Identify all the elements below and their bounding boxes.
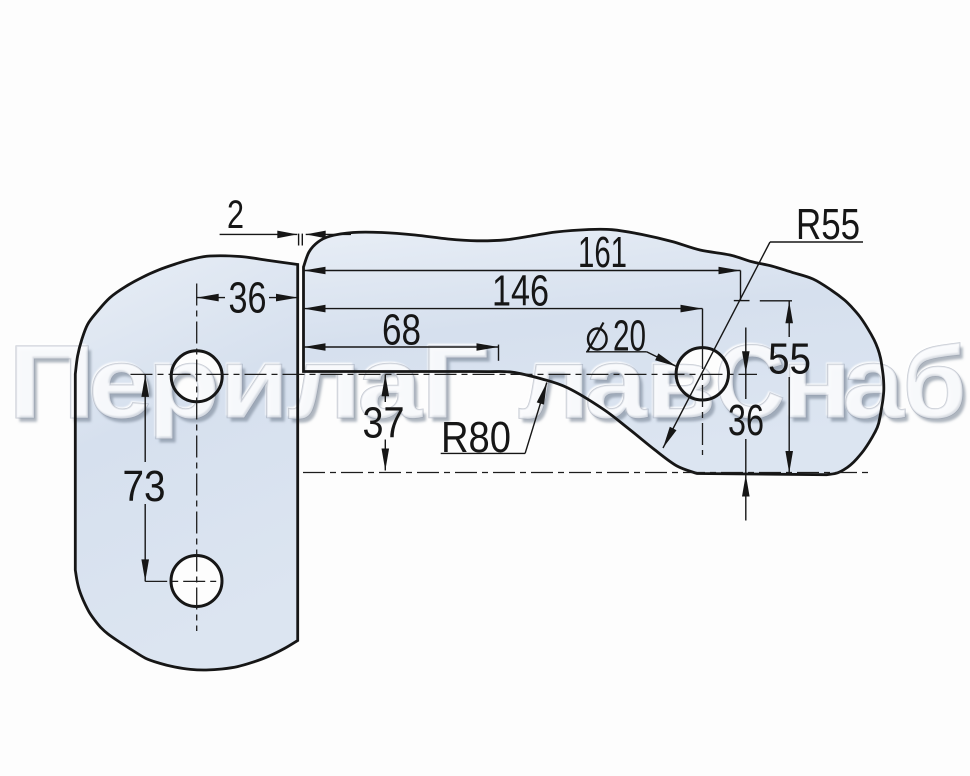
svg-text:20: 20	[613, 312, 646, 361]
svg-text:а: а	[361, 332, 427, 444]
svg-text:55: 55	[768, 335, 811, 384]
svg-text:и: и	[220, 328, 290, 440]
svg-text:146: 146	[492, 267, 549, 316]
svg-text:и: и	[220, 328, 290, 440]
svg-text:н: н	[780, 326, 851, 438]
svg-text:а: а	[585, 328, 649, 440]
svg-text:и: и	[218, 326, 288, 438]
svg-text:161: 161	[578, 228, 627, 277]
svg-text:р: р	[146, 326, 218, 438]
svg-text:в: в	[646, 328, 717, 440]
svg-text:р: р	[151, 332, 223, 444]
svg-text:С: С	[713, 323, 784, 439]
svg-text:Г: Г	[421, 325, 489, 441]
svg-text:П: П	[11, 329, 99, 445]
svg-text:б: б	[906, 332, 970, 444]
svg-text:Г: Г	[420, 323, 488, 439]
svg-text:е: е	[87, 326, 151, 438]
svg-text:а: а	[358, 328, 424, 440]
svg-text:П: П	[8, 325, 96, 441]
svg-text:н: н	[782, 328, 853, 440]
svg-text:б: б	[901, 326, 965, 438]
svg-text:и: и	[223, 332, 293, 444]
svg-text:н: н	[785, 332, 856, 444]
svg-text:а: а	[843, 328, 906, 440]
svg-text:н: н	[782, 328, 853, 440]
svg-text:2: 2	[227, 193, 244, 237]
svg-text:R55: R55	[796, 200, 860, 249]
svg-text:р: р	[148, 328, 220, 440]
svg-text:а: а	[356, 326, 422, 438]
svg-text:37: 37	[363, 399, 405, 448]
svg-text:б: б	[903, 328, 967, 440]
svg-text:е: е	[88, 328, 152, 440]
svg-text:а: а	[358, 328, 424, 440]
svg-text:С: С	[718, 329, 789, 445]
svg-text:73: 73	[123, 462, 166, 511]
svg-text:а: а	[841, 326, 904, 438]
svg-text:е: е	[88, 328, 152, 440]
svg-text:36: 36	[229, 274, 267, 323]
svg-text:р: р	[148, 328, 220, 440]
svg-text:в: в	[649, 332, 720, 444]
svg-text:68: 68	[382, 306, 421, 355]
svg-text:а: а	[843, 328, 906, 440]
svg-text:б: б	[903, 328, 967, 440]
svg-text:R80: R80	[441, 413, 511, 462]
svg-text:в: в	[646, 328, 717, 440]
svg-text:36: 36	[728, 396, 764, 445]
